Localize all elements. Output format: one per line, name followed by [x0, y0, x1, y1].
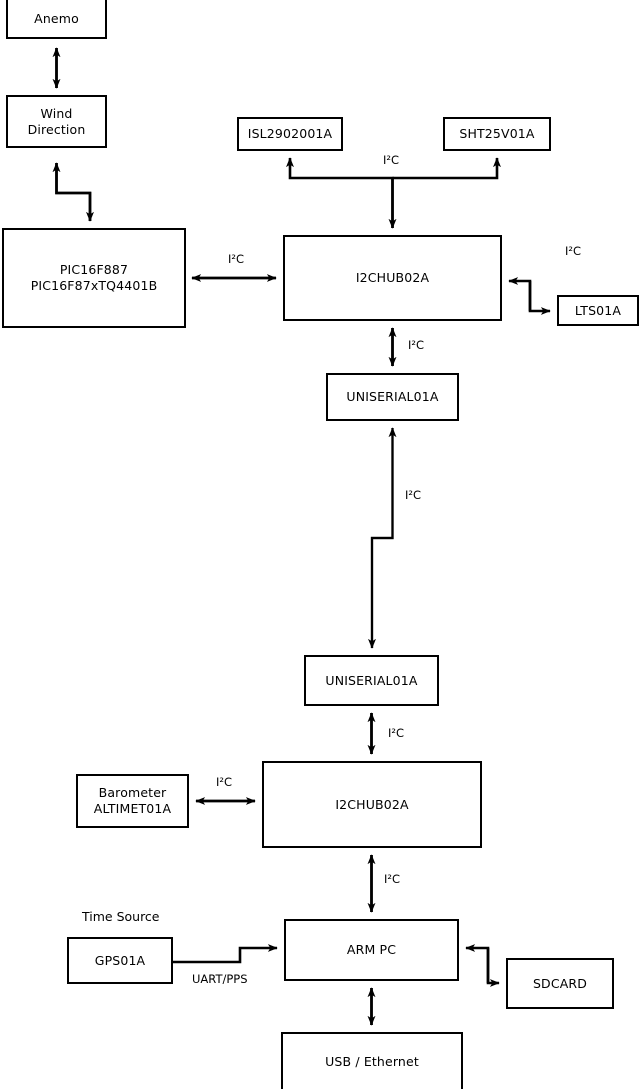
node-usb-ethernet[interactable]: USB / Ethernet: [281, 1032, 463, 1089]
node-isl2902001a[interactable]: ISL2902001A: [237, 117, 343, 151]
edge-label-i2c-hub2-arm: I²C: [384, 872, 401, 886]
node-gps01a[interactable]: GPS01A: [67, 937, 173, 984]
connector-uniserial-link: [368, 427, 397, 649]
edge-label-i2c-uniserial-link: I²C: [405, 488, 422, 502]
label-time-source: Time Source: [82, 909, 160, 924]
node-lts01a[interactable]: LTS01A: [557, 295, 639, 326]
node-anemo[interactable]: Anemo: [6, 0, 107, 39]
node-sht25v01a[interactable]: SHT25V01A: [443, 117, 551, 151]
node-i2chub02a-top[interactable]: I2CHUB02A: [283, 235, 502, 321]
edge-label-i2c-uniserial-hub2: I²C: [388, 726, 405, 740]
edge-label-uart-pps: UART/PPS: [192, 972, 248, 986]
node-pic-microcontroller[interactable]: PIC16F887 PIC16F87xTQ4401B: [2, 228, 186, 328]
edge-label-i2c-hub-lts: I²C: [565, 244, 582, 258]
node-wind-direction[interactable]: Wind Direction: [6, 95, 107, 148]
connector-pic-wind: [52, 162, 94, 222]
edge-label-i2c-hub-uniserial: I²C: [408, 338, 425, 352]
edge-label-i2c-sensor-bus: I²C: [383, 153, 400, 167]
node-i2chub02a-bottom[interactable]: I2CHUB02A: [262, 761, 482, 848]
connector-arm-sdcard: [465, 944, 500, 987]
node-sdcard[interactable]: SDCARD: [506, 958, 614, 1009]
connector-gps-arm: [173, 944, 278, 964]
connector-i2chub-sensor-bus: [286, 157, 501, 229]
edge-label-i2c-barometer-hub2: I²C: [216, 775, 233, 789]
node-uniserial01a-lower[interactable]: UNISERIAL01A: [304, 655, 439, 706]
edge-label-i2c-pic-hub: I²C: [228, 252, 245, 266]
node-barometer-altimet01a[interactable]: Barometer ALTIMET01A: [76, 774, 189, 828]
node-uniserial01a-upper[interactable]: UNISERIAL01A: [326, 373, 459, 421]
connector-i2chub-lts: [508, 277, 551, 315]
node-arm-pc[interactable]: ARM PC: [284, 919, 459, 981]
